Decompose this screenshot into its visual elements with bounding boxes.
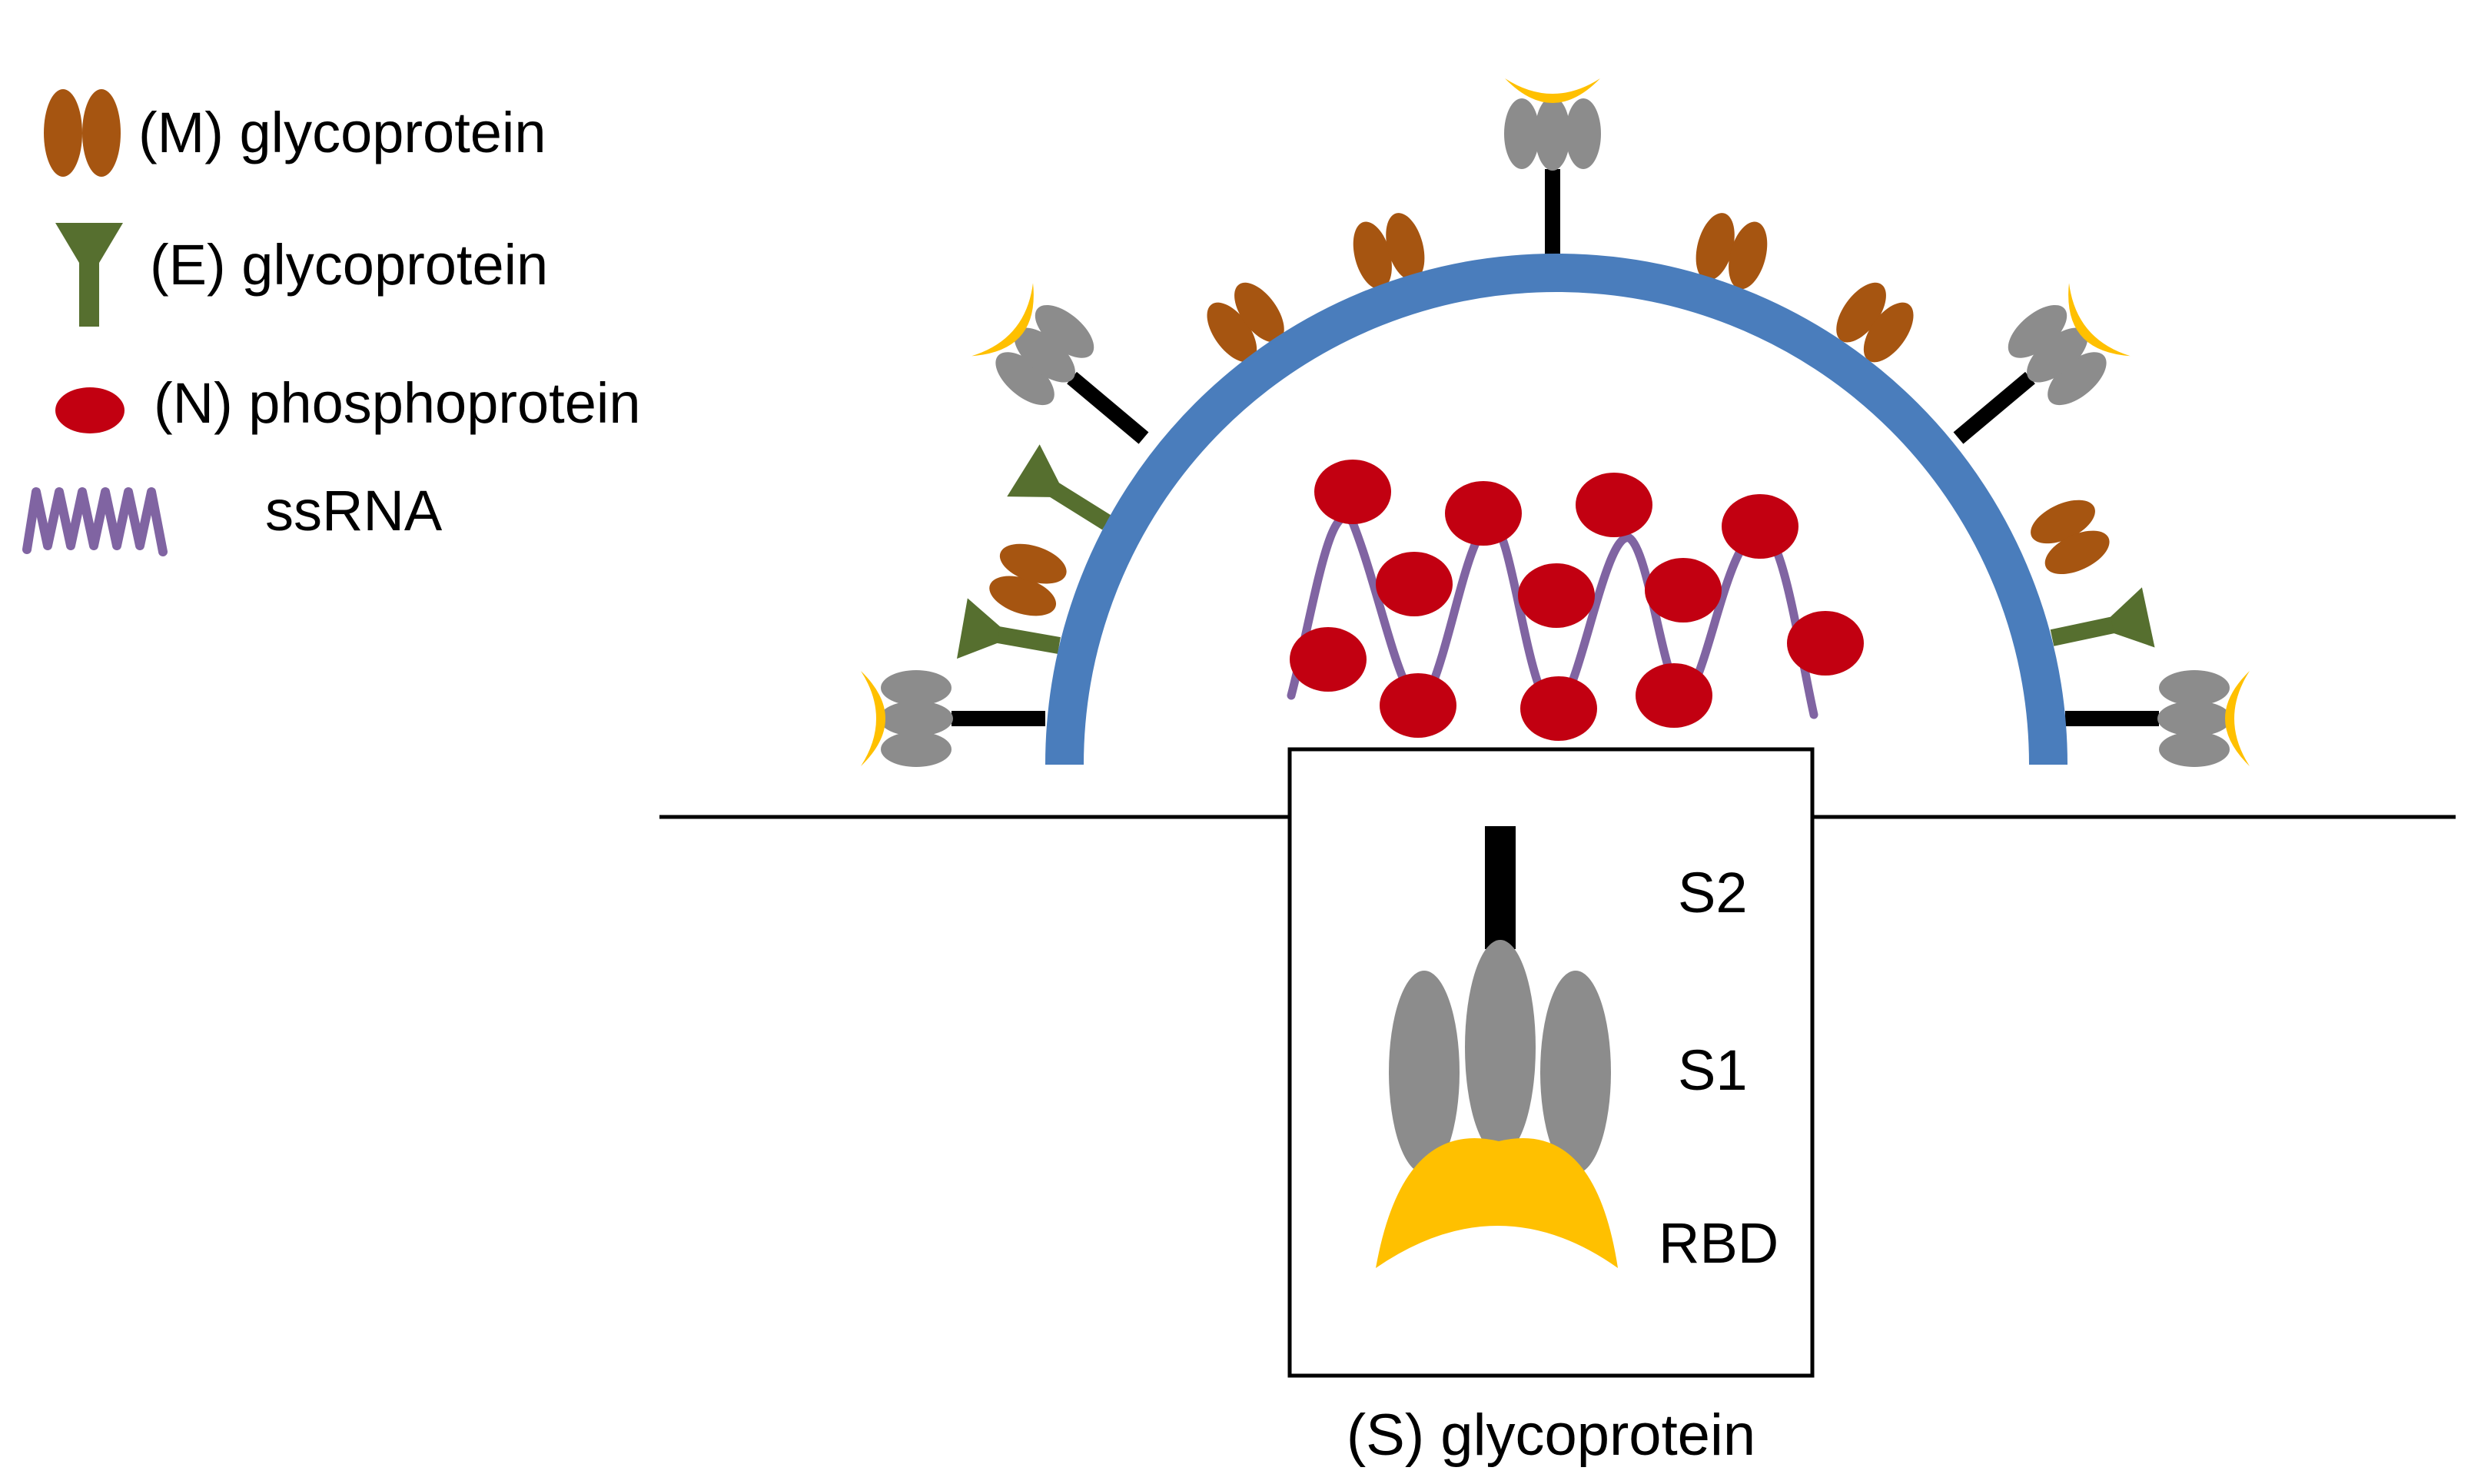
n-protein [1787,611,1864,676]
s1-label: S1 [1678,1038,1748,1102]
n-protein [1636,663,1712,728]
legend: (M) glycoprotein (E) glycoprotein (N) ph… [22,89,640,556]
e-glycoprotein-icon [55,223,123,327]
n-protein [1380,673,1456,738]
n-protein [1518,563,1595,628]
spike-protein [971,282,1175,476]
viral-envelope [1045,254,2067,765]
ssrna-label: ssRNA [265,479,443,543]
n-protein [1290,627,1367,692]
s1-subunit [1465,940,1536,1155]
n-protein [1376,552,1453,616]
s2-stalk [1485,826,1516,949]
e-glycoprotein-label: (E) glycoprotein [150,233,548,297]
n-protein [1722,494,1798,559]
nucleocapsid [1287,460,1864,741]
s-glycoprotein-caption: (S) glycoprotein [1347,1403,1755,1468]
n-phosphoprotein-label: (N) phosphoprotein [154,371,640,435]
n-protein-cluster [1290,460,1864,741]
s2-label: S2 [1678,861,1748,925]
n-protein [1314,460,1391,524]
m-protein [984,536,1072,624]
spike-protein [1504,78,1601,263]
spike-protein [861,670,1045,767]
n-protein [1576,473,1652,537]
n-protein [1645,558,1722,622]
n-protein [1520,676,1597,741]
rbd-domain [1376,1138,1618,1268]
m-protein [2024,491,2117,583]
s-glycoprotein-inset: S2 S1 RBD [1287,747,1815,1378]
spike-protein [1927,282,2131,476]
spike-protein [2065,670,2250,767]
n-phosphoprotein-icon [55,387,125,433]
s1-subunit [1540,971,1611,1174]
s1-subunit [1389,971,1460,1174]
ssrna-icon [22,487,168,556]
m-glycoprotein-icon [44,89,121,177]
n-protein [1445,481,1522,546]
s-glycoprotein-detail-icon [1376,826,1618,1268]
m-glycoprotein-label: (M) glycoprotein [138,101,546,164]
e-protein [2045,587,2155,669]
rbd-label: RBD [1659,1211,1779,1275]
